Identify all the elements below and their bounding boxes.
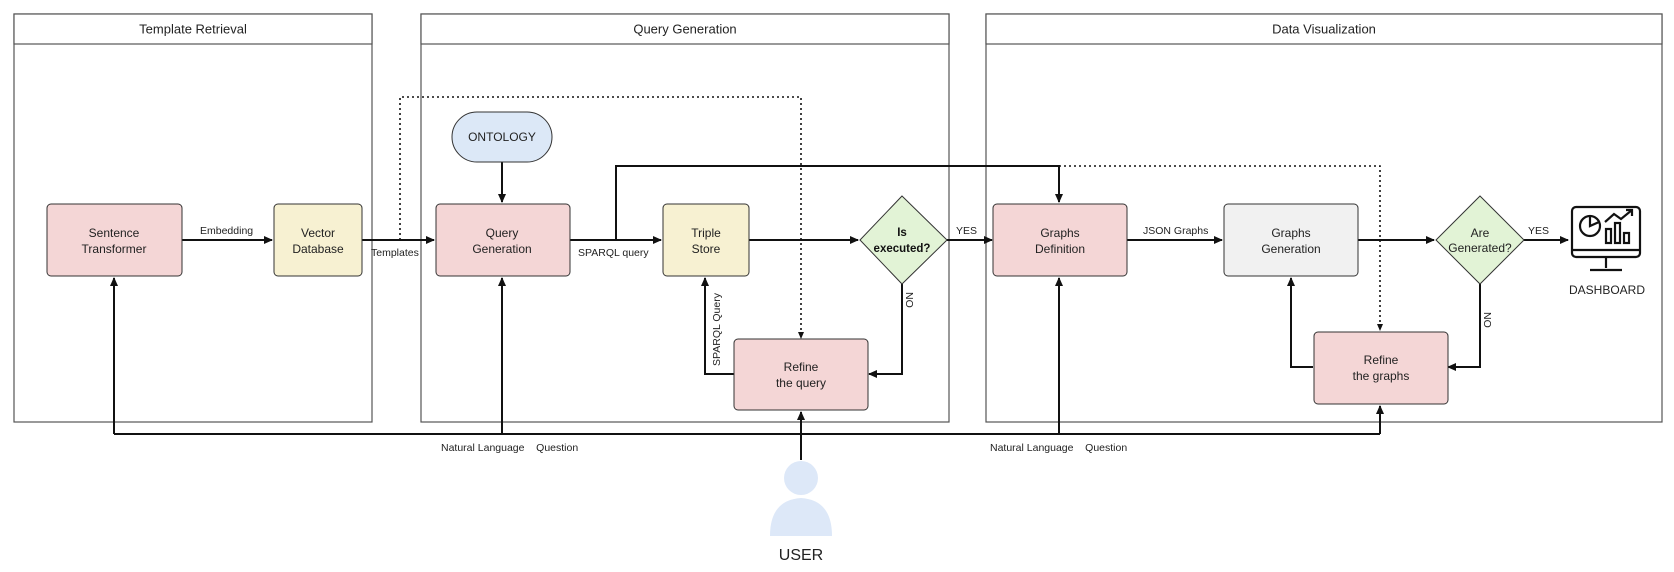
label-nl-question-1: Natural Language Question — [441, 442, 578, 454]
label-no-executed: NO — [903, 292, 915, 308]
svg-text:Refine: Refine — [1364, 353, 1399, 367]
svg-text:Triple: Triple — [691, 226, 721, 240]
node-refine-the-graphs: Refine the graphs — [1313, 331, 1449, 405]
node-query-generation: Query Generation — [435, 203, 571, 277]
label-embedding: Embedding — [200, 225, 253, 237]
svg-text:Are: Are — [1471, 226, 1490, 240]
user-icon — [770, 461, 832, 536]
node-graphs-definition: Graphs Definition — [992, 203, 1128, 277]
svg-text:Generated?: Generated? — [1448, 241, 1512, 255]
svg-text:executed?: executed? — [874, 243, 931, 255]
svg-text:ONTOLOGY: ONTOLOGY — [468, 130, 536, 144]
node-ontology: ONTOLOGY — [451, 111, 553, 163]
edge-executed-no — [868, 284, 903, 378]
dashboard-label: DASHBOARD — [1569, 283, 1645, 297]
edge-refine-to-triplestore — [701, 277, 734, 375]
node-sentence-transformer: Sentence Transformer — [46, 203, 183, 277]
edge-dotted-to-refine-graphs — [1059, 165, 1383, 331]
svg-text:Graphs: Graphs — [1040, 226, 1079, 240]
svg-text:Definition: Definition — [1035, 242, 1085, 256]
edge-sparql-to-graphsdef — [615, 165, 1063, 240]
edge-templates-to-refine-query — [399, 96, 804, 339]
label-yes-executed: YES — [956, 225, 977, 237]
node-is-executed-decision: Is executed? — [859, 195, 948, 285]
label-sparql-query-vertical: SPARQL Query — [711, 292, 723, 366]
svg-text:Graphs: Graphs — [1271, 226, 1310, 240]
user-label: USER — [779, 547, 823, 564]
svg-text:the graphs: the graphs — [1353, 369, 1410, 383]
svg-text:Sentence: Sentence — [89, 226, 140, 240]
svg-text:Generation: Generation — [1261, 242, 1320, 256]
svg-text:Vector: Vector — [301, 226, 335, 240]
panel-title-query-generation: Query Generation — [633, 21, 736, 36]
label-templates: Templates — [371, 247, 419, 259]
panel-title-data-visualization: Data Visualization — [1272, 21, 1376, 36]
svg-text:Is: Is — [897, 227, 907, 239]
label-json-graphs: JSON Graphs — [1143, 225, 1208, 237]
edge-generated-no — [1447, 284, 1481, 371]
svg-text:Refine: Refine — [784, 360, 819, 374]
edge-refine-to-graphsgen — [1287, 277, 1313, 368]
label-yes-generated: YES — [1528, 225, 1549, 237]
svg-text:Generation: Generation — [472, 242, 531, 256]
panel-title-template-retrieval: Template Retrieval — [139, 21, 247, 36]
dashboard-monitor-icon — [1570, 205, 1642, 272]
node-triple-store: Triple Store — [662, 203, 750, 277]
svg-text:Transformer: Transformer — [82, 242, 147, 256]
svg-text:Query: Query — [486, 226, 519, 240]
svg-text:Store: Store — [692, 242, 721, 256]
svg-text:Database: Database — [292, 242, 344, 256]
node-refine-the-query: Refine the query — [733, 338, 869, 411]
label-sparql-query: SPARQL query — [578, 247, 649, 259]
node-are-generated-decision: Are Generated? — [1435, 195, 1525, 285]
node-vector-database: Vector Database — [273, 203, 363, 277]
node-graphs-generation: Graphs Generation — [1223, 203, 1359, 277]
label-no-generated: NO — [1481, 312, 1493, 328]
svg-text:the query: the query — [776, 376, 826, 390]
label-nl-question-2: Natural Language Question — [990, 442, 1127, 454]
